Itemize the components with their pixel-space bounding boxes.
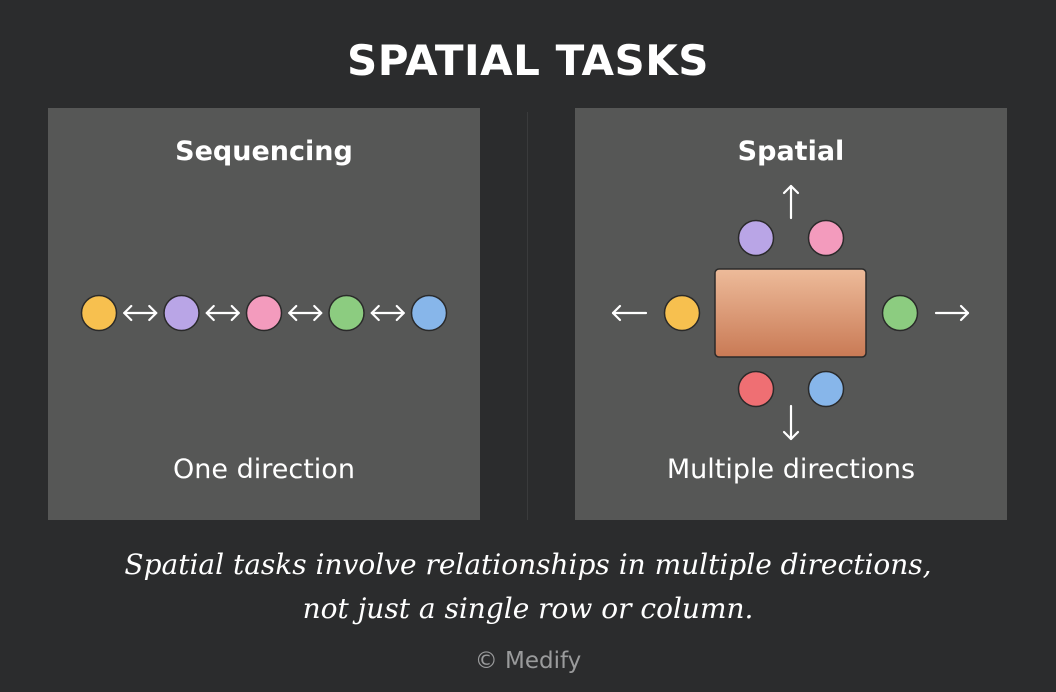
sequence-circle-yellow	[80, 294, 118, 332]
top-circle-purple	[737, 219, 775, 257]
sequence-circle-purple	[163, 294, 200, 332]
arrow-left-icon	[611, 304, 648, 322]
bottom-circle-blue	[807, 370, 845, 408]
sequencing-title: Sequencing	[175, 136, 353, 167]
right-circle-green	[881, 294, 919, 332]
footer-line-1: Spatial tasks involve relationships in m…	[124, 548, 932, 581]
double-arrow-icon	[205, 304, 240, 322]
spatial-title: Spatial	[737, 136, 845, 167]
panel-divider	[527, 112, 528, 520]
sequencing-panel: Sequencing One direction	[48, 108, 480, 520]
sequencing-caption: One direction	[173, 454, 355, 485]
double-arrow-icon	[123, 304, 158, 322]
bottom-circle-red	[737, 370, 775, 408]
arrow-up-icon	[782, 184, 800, 220]
arrow-right-icon	[934, 304, 970, 322]
sequence-circle-green	[328, 294, 365, 332]
sequencing-diagram	[80, 294, 448, 332]
sequence-circle-pink	[245, 294, 283, 332]
spatial-diagram	[611, 184, 970, 441]
spatial-caption: Multiple directions	[666, 454, 916, 485]
page-title: SPATIAL TASKS	[346, 36, 710, 85]
arrow-down-icon	[782, 404, 800, 441]
copyright: © Medify	[474, 648, 582, 674]
sequence-circle-blue	[410, 294, 448, 332]
spatial-panel: Spatial	[575, 108, 1007, 520]
top-circle-pink	[807, 219, 845, 257]
double-arrow-icon	[288, 304, 323, 322]
double-arrow-icon	[370, 304, 405, 322]
footer-line-2: not just a single row or column.	[302, 592, 754, 625]
left-circle-yellow	[663, 294, 701, 332]
central-block	[714, 268, 867, 358]
